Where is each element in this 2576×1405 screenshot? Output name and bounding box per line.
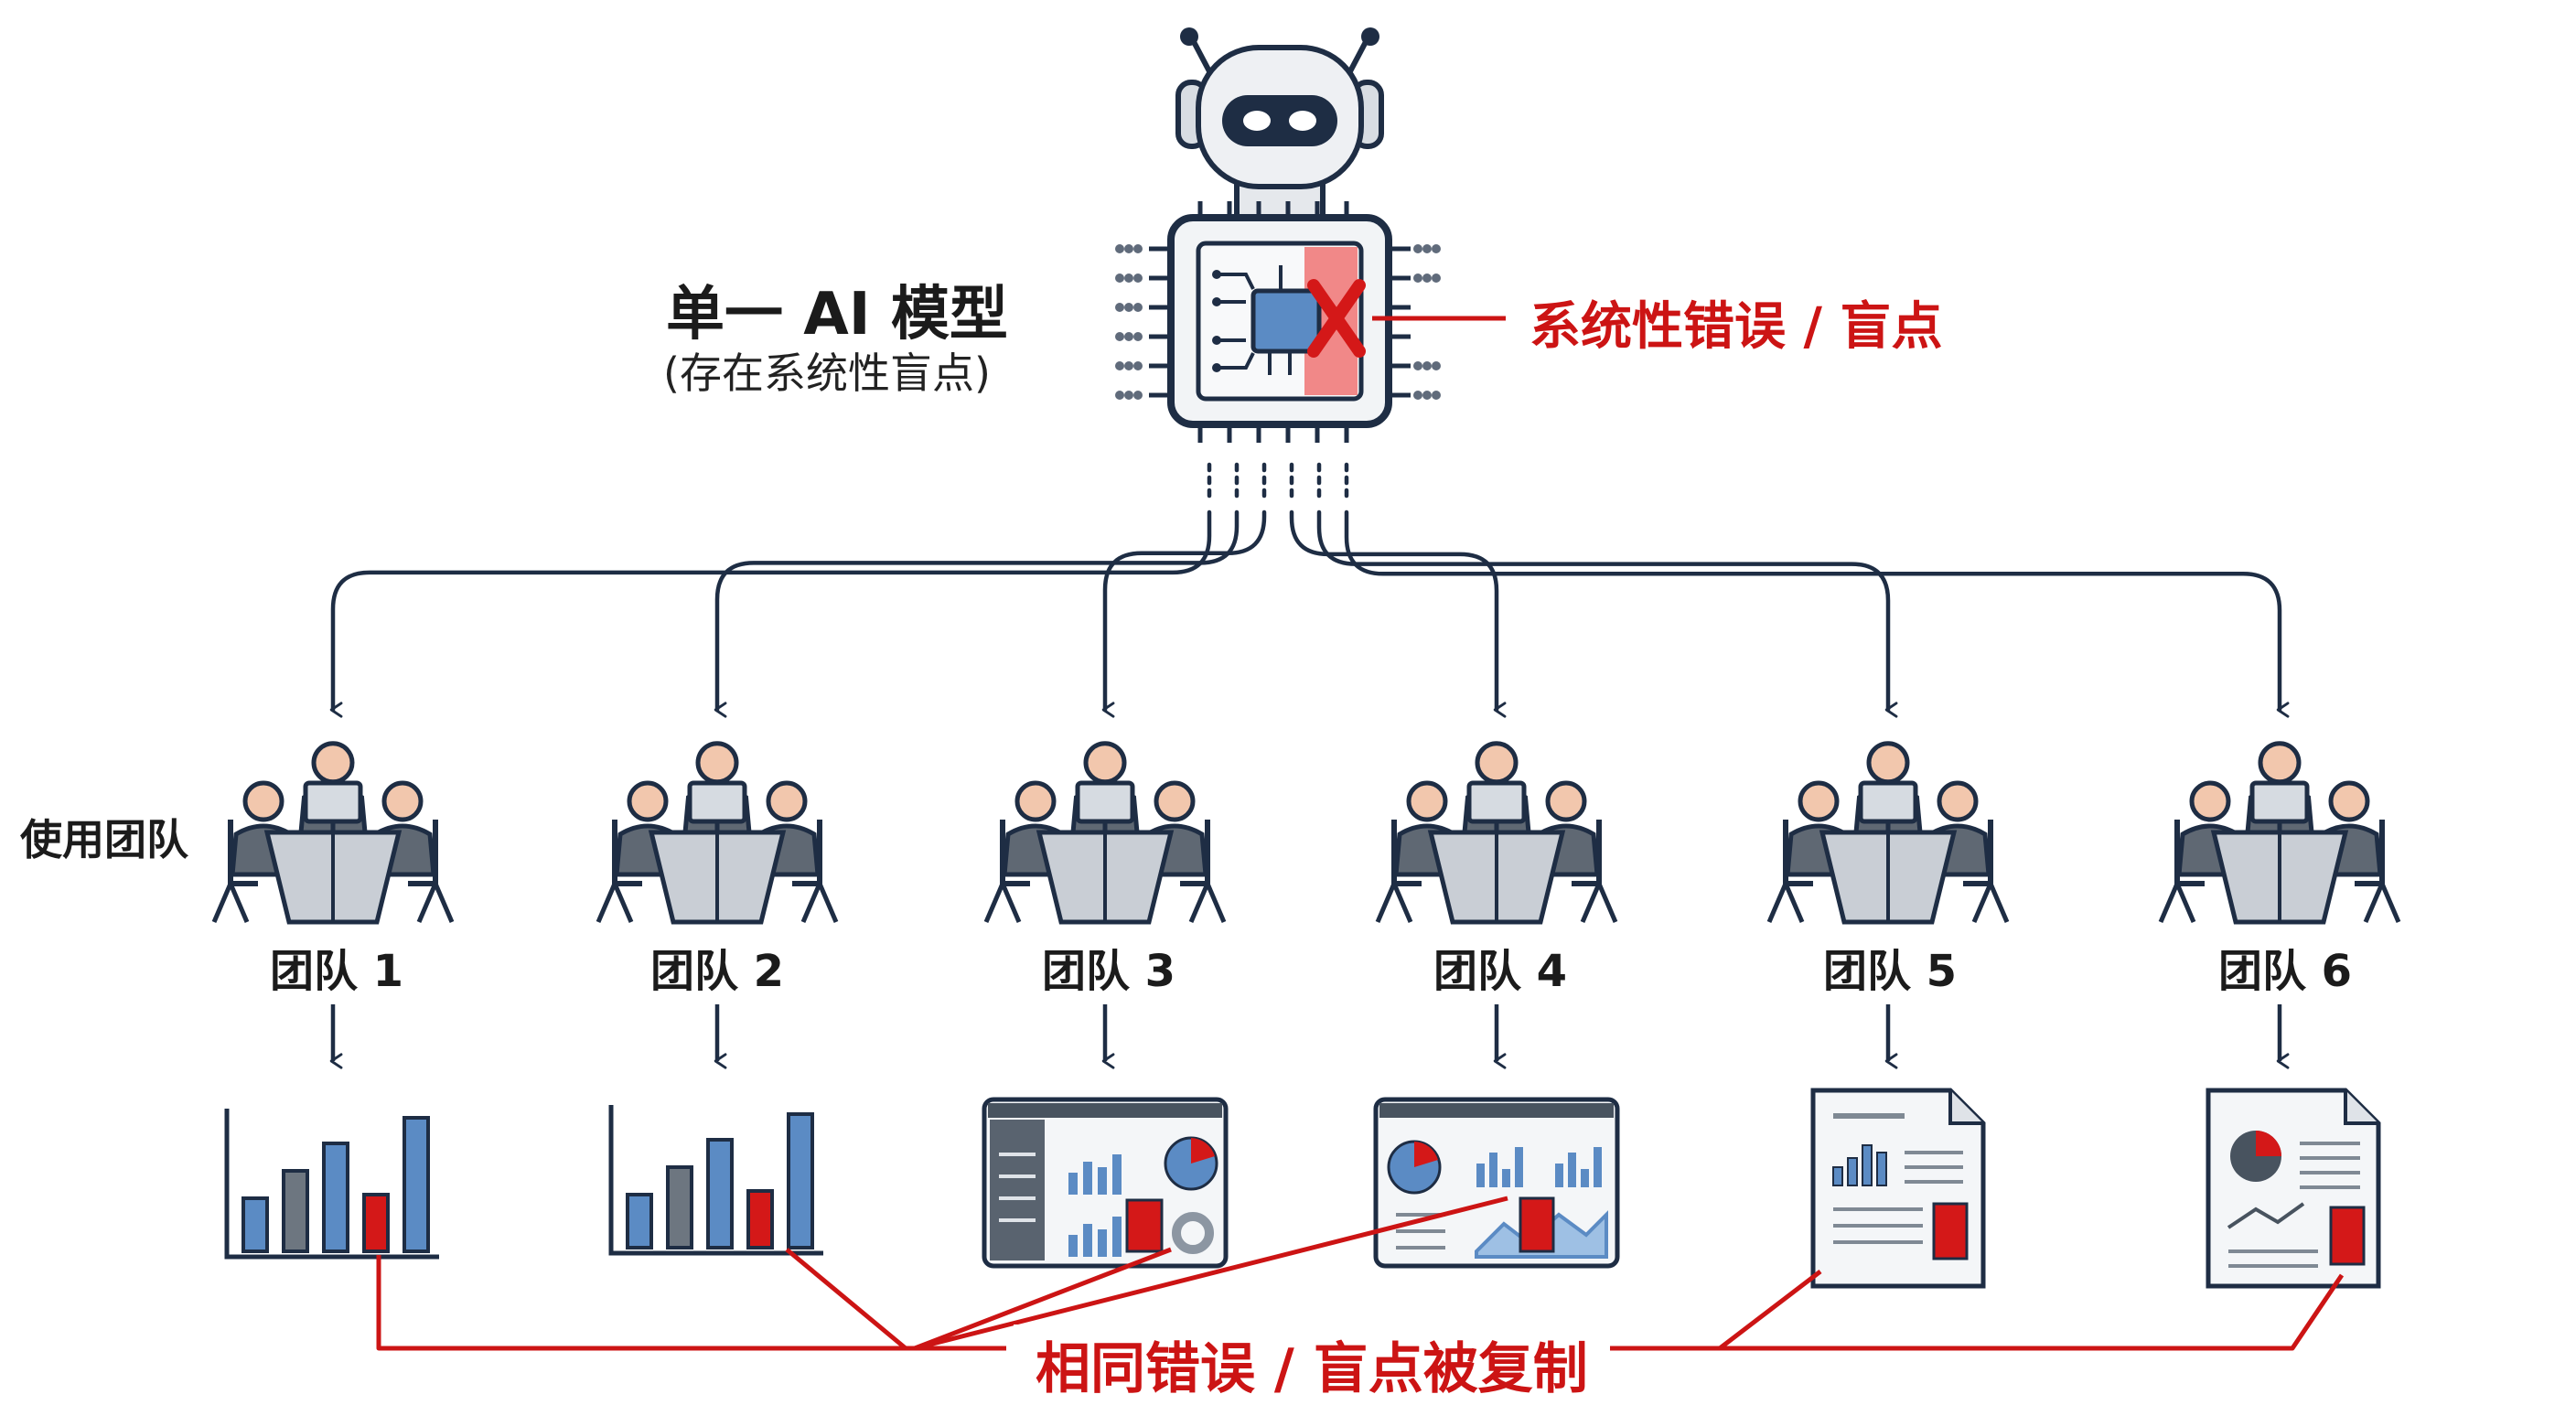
team-3-output-dashboard-icon bbox=[982, 1097, 1229, 1269]
team-name-2: 团队 2 bbox=[649, 946, 785, 997]
team-5-output-report-icon bbox=[1810, 1088, 1986, 1289]
team-name-5: 团队 5 bbox=[1822, 946, 1958, 997]
systematic-error-label: 系统性错误 / 盲点 bbox=[1530, 297, 1943, 357]
team-5-icon bbox=[1766, 741, 2010, 1069]
model-title: 单一 AI 模型 bbox=[666, 281, 1008, 349]
team-name-6: 团队 6 bbox=[2217, 946, 2353, 997]
team-name-3: 团队 3 bbox=[1041, 946, 1176, 997]
model-subtitle: (存在系统性盲点) bbox=[663, 349, 991, 398]
connector-lines bbox=[329, 462, 2290, 718]
team-4-icon bbox=[1375, 741, 1618, 1069]
error-x-icon bbox=[1307, 279, 1366, 358]
team-4-output-dashboard-icon bbox=[1373, 1097, 1620, 1269]
chip-icon bbox=[1115, 201, 1441, 443]
team-6-output-report-icon bbox=[2206, 1088, 2381, 1289]
robot-icon bbox=[1175, 27, 1384, 220]
replicated-error-label: 相同错误 / 盲点被复制 bbox=[1014, 1325, 1610, 1404]
team-2-output-bar-chart-icon bbox=[608, 1105, 823, 1256]
team-1-icon bbox=[211, 741, 455, 1069]
team-name-1: 团队 1 bbox=[269, 946, 404, 997]
replication-lines bbox=[376, 1196, 2345, 1351]
team-6-icon bbox=[2158, 741, 2401, 1069]
team-name-4: 团队 4 bbox=[1433, 946, 1568, 997]
team-1-output-bar-chart-icon bbox=[224, 1109, 439, 1260]
teams-label: 使用团队 bbox=[20, 815, 188, 864]
team-2-icon bbox=[596, 741, 839, 1069]
team-3-icon bbox=[983, 741, 1227, 1069]
